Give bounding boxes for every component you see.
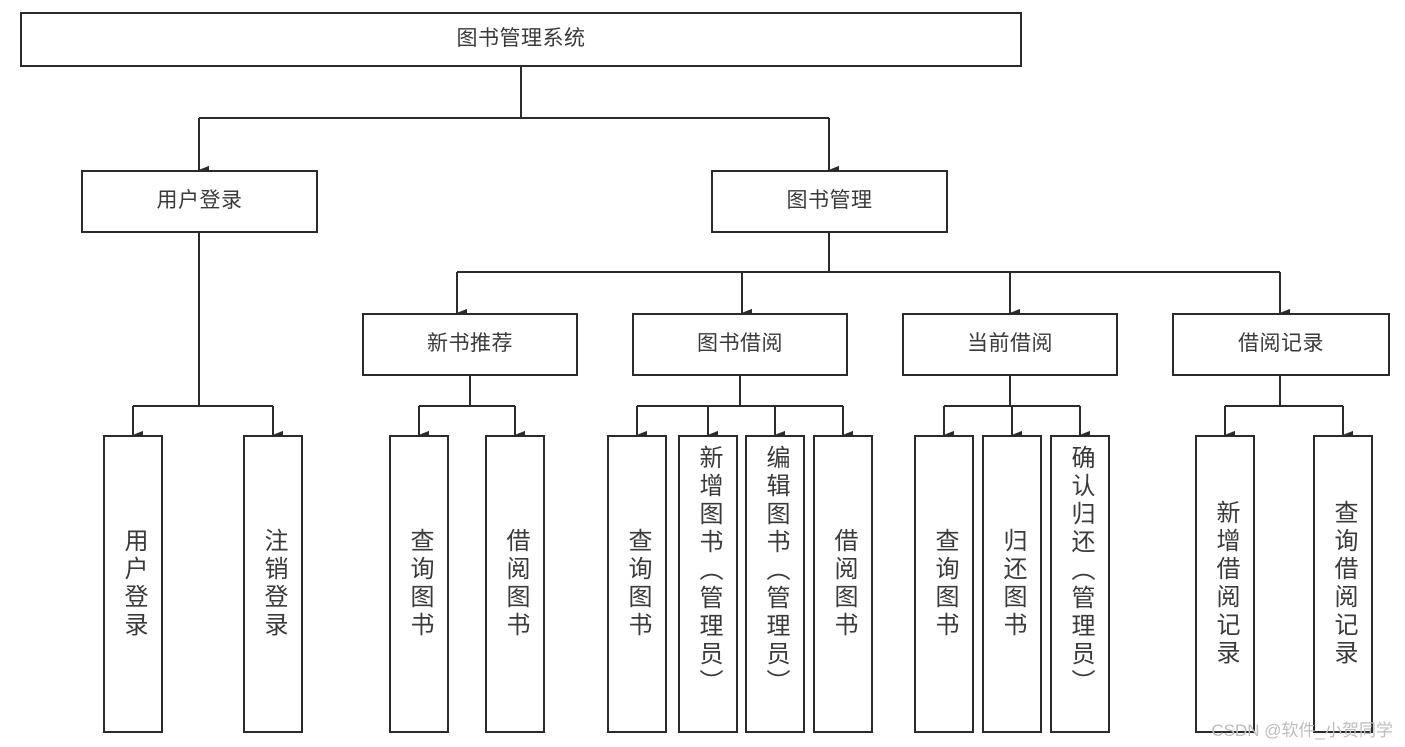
node-leaf-query-book-cur-label: 查询图书: [931, 528, 958, 640]
node-leaf-return-book-label: 归还图书: [999, 528, 1026, 640]
node-book-manage[interactable]: 图书管理: [711, 170, 948, 233]
node-leaf-borrow-book-label: 借阅图书: [830, 528, 857, 640]
node-leaf-user-login[interactable]: 用户登录: [103, 435, 163, 733]
node-leaf-add-record[interactable]: 新增借阅记录: [1195, 435, 1255, 733]
node-leaf-user-login-label: 用户登录: [120, 528, 147, 640]
node-new-book-rec-label: 新书推荐: [427, 332, 513, 356]
node-leaf-query-book-rec-label: 查询图书: [406, 528, 433, 640]
node-leaf-edit-book-label: 编辑图书（管理员）: [762, 445, 789, 697]
node-current-borrow-label: 当前借阅: [967, 332, 1053, 356]
node-borrow-record-label: 借阅记录: [1238, 332, 1324, 356]
node-leaf-add-book-label: 新增图书（管理员）: [695, 445, 722, 697]
node-root[interactable]: 图书管理系统: [20, 12, 1022, 67]
node-leaf-confirm-return-label: 确认归还（管理员）: [1067, 445, 1094, 697]
node-leaf-borrow-book-rec[interactable]: 借阅图书: [485, 435, 545, 733]
node-leaf-borrow-book-rec-label: 借阅图书: [502, 528, 529, 640]
node-leaf-query-book-cur[interactable]: 查询图书: [914, 435, 974, 733]
node-leaf-confirm-return[interactable]: 确认归还（管理员）: [1050, 435, 1110, 733]
node-user-login-label: 用户登录: [156, 189, 243, 213]
node-leaf-logout[interactable]: 注销登录: [243, 435, 303, 733]
node-leaf-add-book[interactable]: 新增图书（管理员）: [678, 435, 738, 733]
node-leaf-query-record[interactable]: 查询借阅记录: [1313, 435, 1373, 733]
node-leaf-logout-label: 注销登录: [260, 528, 287, 640]
node-leaf-query-record-label: 查询借阅记录: [1330, 500, 1357, 668]
node-root-label: 图书管理系统: [456, 27, 586, 51]
node-new-book-rec[interactable]: 新书推荐: [362, 313, 578, 376]
node-leaf-edit-book[interactable]: 编辑图书（管理员）: [745, 435, 805, 733]
node-leaf-query-book-rec[interactable]: 查询图书: [389, 435, 449, 733]
node-borrow-record[interactable]: 借阅记录: [1172, 313, 1390, 376]
node-leaf-borrow-book[interactable]: 借阅图书: [813, 435, 873, 733]
csdn-watermark: CSDN @软件_小贺同学: [1211, 721, 1393, 740]
node-leaf-add-record-label: 新增借阅记录: [1212, 500, 1239, 668]
node-book-manage-label: 图书管理: [786, 189, 873, 213]
node-leaf-return-book[interactable]: 归还图书: [982, 435, 1042, 733]
node-book-borrow[interactable]: 图书借阅: [632, 313, 848, 376]
node-leaf-query-book-borrow[interactable]: 查询图书: [607, 435, 667, 733]
node-user-login[interactable]: 用户登录: [81, 170, 318, 233]
node-current-borrow[interactable]: 当前借阅: [902, 313, 1118, 376]
connector-edges: [132, 67, 1353, 440]
node-leaf-query-book-borrow-label: 查询图书: [624, 528, 651, 640]
node-book-borrow-label: 图书借阅: [697, 332, 783, 356]
